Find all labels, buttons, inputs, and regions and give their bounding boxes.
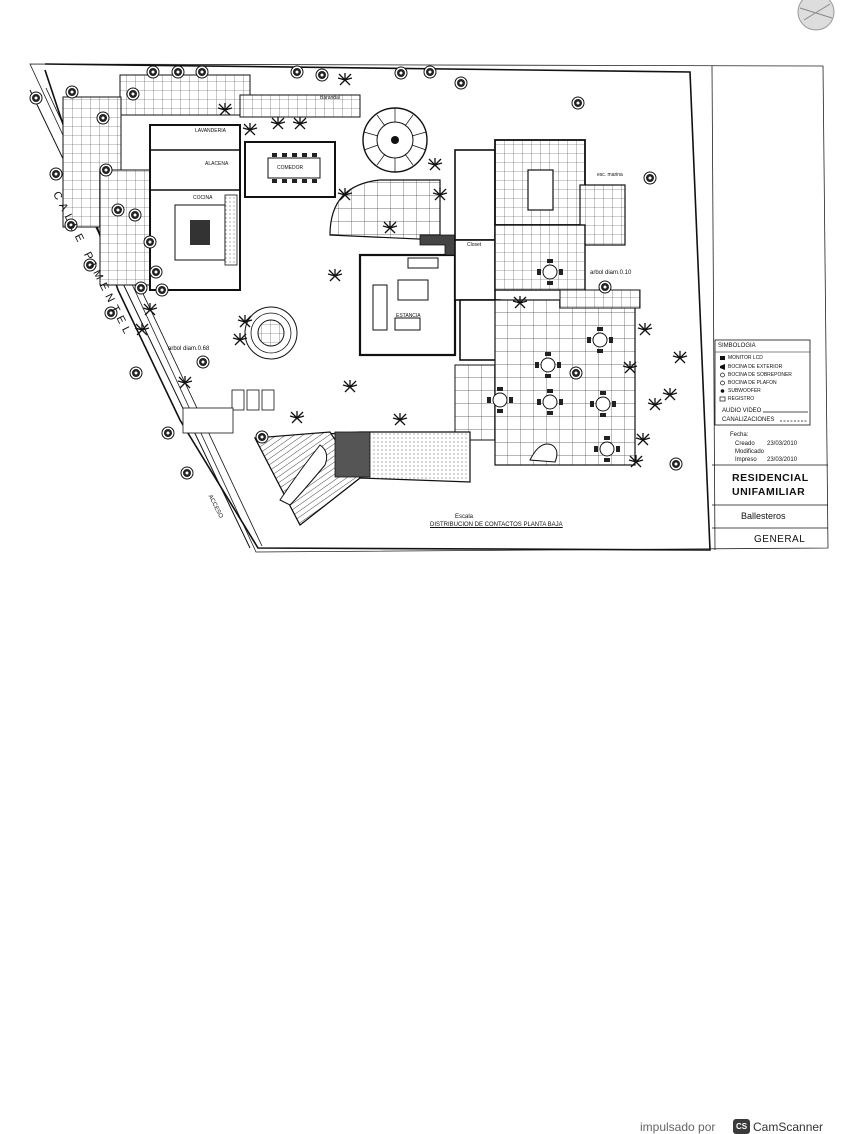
legend-item: MONITOR LCD <box>728 355 763 361</box>
legend-item: BOCINA DE EXTERIOR <box>728 364 783 370</box>
camscanner-brand: CamScanner <box>753 1120 824 1134</box>
floor-plan-sheet: CALLE PIMENTEL ACCESO COMEDOR COCINA ALA… <box>29 0 835 553</box>
created-value: 23/03/2010 <box>767 441 798 447</box>
modified-label: Modificado <box>735 449 765 455</box>
stair-note: esc. marina <box>597 172 623 178</box>
room-label-barandal: Barandal <box>320 95 341 101</box>
room-label-comedor: COMEDOR <box>277 165 304 171</box>
legend-item: BOCINA DE SOBREPONER <box>728 372 792 378</box>
legend-item: REGISTRO <box>728 396 755 402</box>
client-name: Ballesteros <box>741 511 786 521</box>
floor-plan-drawing <box>29 0 835 553</box>
room-label-lavanderia: LAVANDERIA <box>195 128 226 134</box>
legend-audio-video: AUDIO VIDEO <box>722 408 762 414</box>
room-label-estancia: ESTANCIA <box>396 313 421 319</box>
room-label-cocina: COCINA <box>193 195 213 201</box>
room-label-closet: Closet <box>467 242 482 248</box>
tree-note-right: arbol diam.0.10 <box>590 270 632 276</box>
project-title-line1: RESIDENCIAL <box>732 472 809 484</box>
created-label: Creado <box>735 441 755 447</box>
sheet-name: GENERAL <box>754 534 806 545</box>
tree-note-left: arbol diam.0.68 <box>168 346 210 352</box>
room-label-alacena: ALACENA <box>205 161 229 167</box>
printed-value: 23/03/2010 <box>767 457 798 463</box>
legend-canalizaciones: CANALIZACIONES <box>722 417 775 423</box>
project-title-line2: UNIFAMILIAR <box>732 486 806 498</box>
camscanner-logo-icon: CS <box>733 1119 750 1134</box>
scanner-footer: impulsado por CS CamScanner <box>0 554 842 1134</box>
legend-item: BOCINA DE PLAFON <box>728 380 777 386</box>
drawing-title: DISTRIBUCION DE CONTACTOS PLANTA BAJA <box>430 522 563 528</box>
date-heading: Fecha: <box>730 432 749 438</box>
printed-label: Impreso <box>735 457 757 463</box>
legend-item: SUBWOOFER <box>728 388 761 394</box>
legend-title: SIMBOLOGIA <box>718 343 756 349</box>
powered-by-text: impulsado por <box>640 1120 716 1134</box>
scale-note: Escala <box>455 514 474 520</box>
